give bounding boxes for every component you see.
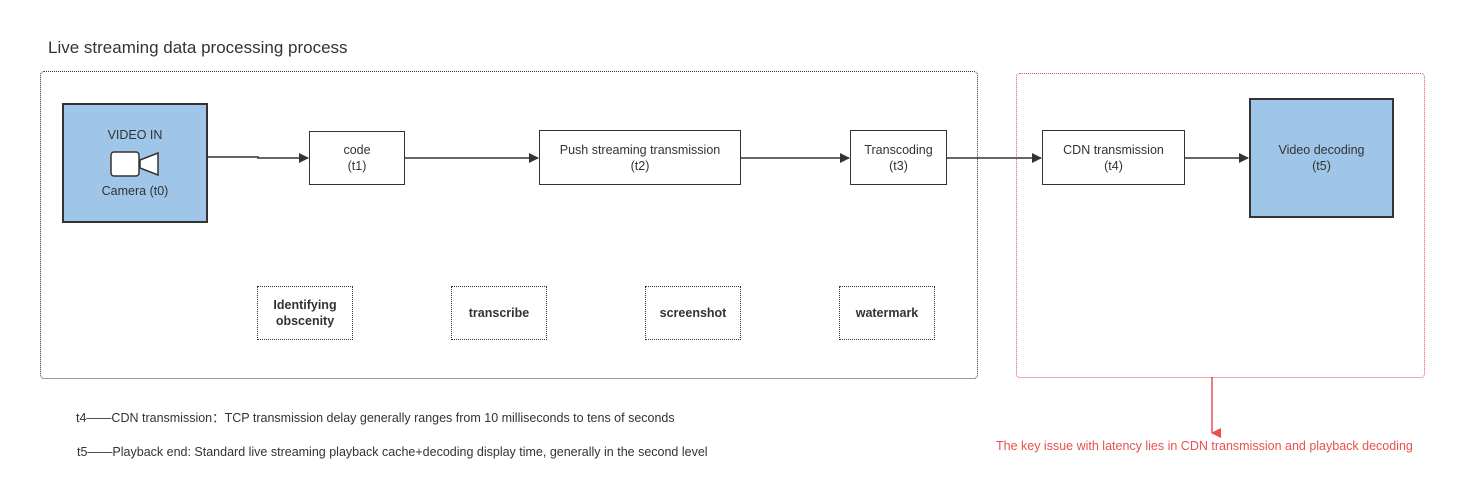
decoding-sub: (t5) bbox=[1312, 159, 1331, 173]
cdn-sub: (t4) bbox=[1104, 158, 1123, 173]
code-label: code bbox=[343, 143, 371, 157]
video-decoding-node: Video decoding (t5) bbox=[1249, 98, 1394, 218]
key-issue-note: The key issue with latency lies in CDN t… bbox=[996, 439, 1413, 453]
transcoding-label: Transcoding bbox=[864, 142, 933, 157]
task-watermark: watermark bbox=[839, 286, 935, 340]
transcoding-sub: (t3) bbox=[889, 158, 908, 173]
cdn-label: CDN transmission bbox=[1063, 142, 1164, 157]
code-sub: (t1) bbox=[347, 159, 367, 173]
latency-group bbox=[1016, 73, 1425, 378]
push-streaming-node: Push streaming transmission (t2) bbox=[539, 130, 741, 185]
push-label: Push streaming transmission bbox=[559, 142, 721, 157]
arrow-videoin-to-code bbox=[207, 153, 309, 163]
transcoding-node: Transcoding (t3) bbox=[850, 130, 947, 185]
code-node: code (t1) bbox=[309, 131, 405, 185]
note-t5: t5——Playback end: Standard live streamin… bbox=[77, 445, 708, 459]
video-in-sub: Camera (t0) bbox=[101, 184, 169, 198]
cdn-node: CDN transmission (t4) bbox=[1042, 130, 1185, 185]
task-identifying-obscenity: Identifying obscenity bbox=[257, 286, 353, 340]
processing-group bbox=[40, 71, 978, 379]
task-screenshot: screenshot bbox=[645, 286, 741, 340]
push-sub: (t2) bbox=[630, 158, 650, 173]
video-camera-icon bbox=[110, 151, 160, 177]
task-transcribe: transcribe bbox=[451, 286, 547, 340]
video-in-label: VIDEO IN bbox=[107, 128, 163, 142]
decoding-label: Video decoding bbox=[1278, 143, 1365, 157]
note-t4: t4——CDN transmission：TCP transmission de… bbox=[76, 411, 675, 425]
diagram-title: Live streaming data processing process bbox=[48, 38, 348, 57]
video-in-node: VIDEO IN Camera (t0) bbox=[62, 103, 208, 223]
